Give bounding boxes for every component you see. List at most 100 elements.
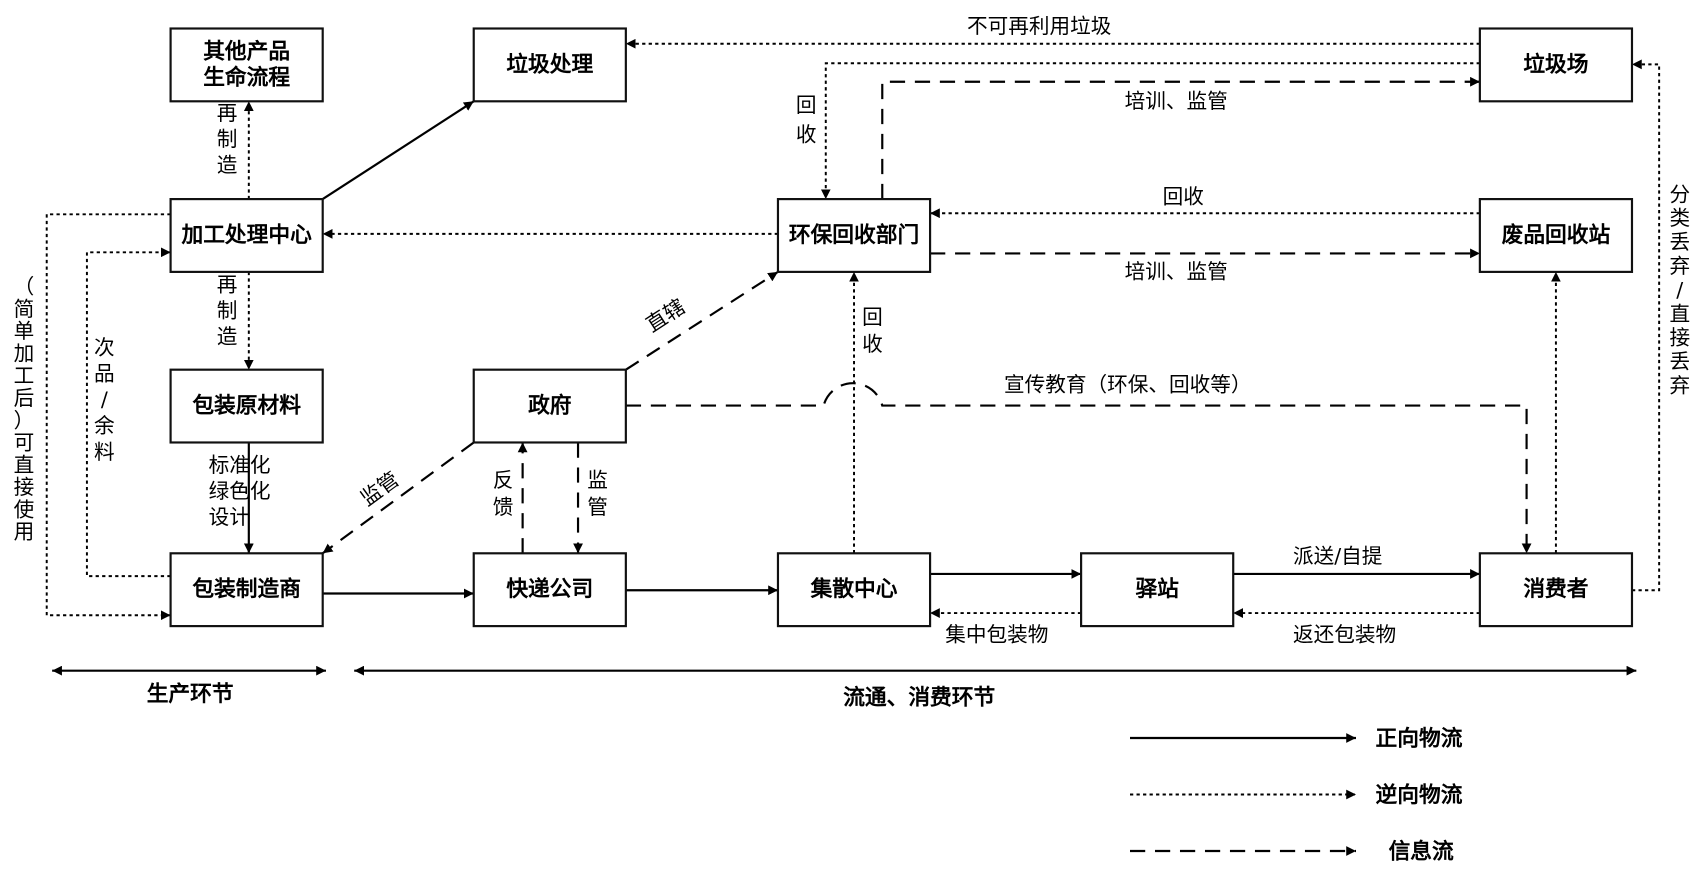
edge-gov-to-maker (322, 441, 475, 555)
node-waste-processing: 垃圾处理 (472, 27, 627, 103)
sections-layer: 生产环节 流通、消费环节 (52, 665, 1637, 710)
edge-label-proc-to-maker-direct: 用 (14, 520, 35, 544)
edge-label-raw-to-maker: 设计 (209, 505, 250, 529)
node-label: 消费者 (1523, 577, 1588, 602)
edge-label-landfill-to-waste: 不可再利用垃圾 (967, 14, 1111, 38)
legend-item-forward: 正向物流 (1130, 726, 1463, 752)
legend-item-reverse: 逆向物流 (1130, 782, 1463, 808)
edge-label-consumer-to-landfill: 丢 (1669, 350, 1690, 374)
edge-label-proc-to-raw: 造 (217, 325, 238, 349)
edge-label-proc-to-maker-direct: （ (14, 275, 35, 299)
edge-label-proc-to-maker-direct: 工 (14, 364, 35, 388)
edge-label-consumer-to-landfill: 直 (1669, 302, 1690, 326)
edge-label-proc-to-other: 造 (217, 153, 238, 177)
node-label: 驿站 (1135, 577, 1179, 602)
node-distribution-center: 集散中心 (776, 552, 932, 628)
edge-label-proc-to-maker-direct: 直 (14, 453, 35, 477)
edge-label-proc-to-other: 制 (217, 127, 238, 151)
edge-label-raw-to-maker: 绿色化 (209, 479, 271, 503)
edge-label-landfill-to-dept: 收 (796, 123, 817, 147)
edge-label-maker-to-proc: 次 (94, 335, 115, 359)
edge-label-station-to-distrib: 集中包装物 (945, 622, 1048, 646)
edge-label-raw-to-maker: 标准化 (209, 453, 271, 477)
edge-label-gov-to-consumer: 宣传教育（环保、回收等） (1004, 372, 1252, 396)
node-box (1478, 27, 1634, 103)
node-box (776, 198, 932, 273)
edge-gov-to-dept (625, 270, 779, 371)
edge-label-proc-to-maker-direct: 单 (14, 319, 35, 343)
edge-proc-to-waste (322, 100, 475, 201)
edge-proc-to-maker-direct (45, 213, 171, 621)
legend-label-info: 信息流 (1389, 839, 1454, 865)
node-label: 生命流程 (203, 64, 290, 90)
edge-label-gov-to-dept: 直辖 (642, 294, 690, 337)
node-label: 政府 (528, 393, 572, 419)
node-box (472, 552, 627, 628)
edge-label-proc-to-maker-direct: 简 (14, 297, 35, 321)
node-packaging-maker: 包装制造商 (169, 552, 324, 628)
edge-label-proc-to-maker-direct: ） (14, 408, 35, 432)
node-government: 政府 (472, 368, 627, 444)
node-recycling-station: 废品回收站 (1478, 198, 1634, 273)
edge-label-dept-to-landfill: 培训、监管 (1125, 89, 1228, 113)
node-eco-recycling-dept: 环保回收部门 (776, 198, 932, 273)
edge-label-express-to-gov: 反 (493, 468, 514, 492)
production-section-label: 生产环节 (147, 682, 234, 707)
node-box (472, 368, 627, 444)
edge-label-proc-to-maker-direct: 可 (14, 431, 35, 455)
node-box (169, 368, 324, 444)
edge-label-proc-to-raw: 再 (217, 272, 238, 296)
edge-label-gov-to-express: 监 (587, 468, 608, 492)
edge-maker-to-proc (85, 247, 171, 578)
node-landfill: 垃圾场 (1478, 27, 1634, 103)
node-station: 驿站 (1080, 552, 1235, 628)
edge-label-maker-to-proc: 余 (94, 414, 115, 438)
node-box (1080, 552, 1235, 628)
node-label: 其他产品 (203, 39, 290, 64)
edge-label-proc-to-maker-direct: 后 (14, 386, 35, 410)
edge-labels-layer: 再制造再制造标准化绿色化设计次品/余料（简单加工后）可直接使用监管直辖反馈监管宣… (14, 14, 1691, 646)
edge-label-express-to-gov: 馈 (493, 495, 514, 519)
edge-label-consumer-to-landfill: 弃 (1669, 373, 1690, 397)
edge-label-maker-to-proc: 料 (94, 440, 115, 464)
node-label: 垃圾场 (1523, 51, 1588, 77)
node-label: 垃圾处理 (506, 51, 593, 77)
edge-label-distrib-to-dept: 回 (862, 305, 883, 329)
edge-label-dept-to-recstation: 培训、监管 (1125, 259, 1228, 283)
node-express-company: 快递公司 (472, 552, 627, 628)
node-label: 环保回收部门 (789, 222, 919, 248)
node-processing-center: 加工处理中心 (169, 198, 324, 273)
node-label: 快递公司 (506, 576, 593, 602)
node-box (169, 27, 324, 103)
node-label: 包装制造商 (192, 576, 301, 602)
edge-label-distrib-to-dept: 收 (862, 332, 883, 356)
edge-label-consumer-to-landfill: / (1676, 278, 1683, 302)
edge-consumer-to-landfill (1631, 59, 1661, 592)
node-label: 包装原材料 (192, 393, 301, 419)
legend-label-forward: 正向物流 (1376, 726, 1463, 752)
edge-label-consumer-to-landfill: 接 (1669, 326, 1690, 350)
edge-label-proc-to-maker-direct: 接 (14, 475, 35, 499)
node-box (169, 552, 324, 628)
edge-label-consumer-to-landfill: 类 (1669, 206, 1690, 230)
edge-label-maker-to-proc: / (101, 388, 108, 412)
node-label: 集散中心 (810, 576, 898, 602)
edge-label-consumer-to-landfill: 丢 (1669, 230, 1690, 254)
edge-label-gov-to-maker: 监管 (356, 467, 403, 511)
edge-label-maker-to-proc: 品 (94, 362, 115, 386)
edge-label-consumer-to-landfill: 弃 (1669, 254, 1690, 278)
node-label: 废品回收站 (1502, 222, 1611, 248)
edge-label-landfill-to-dept: 回 (796, 93, 817, 117)
node-box (472, 27, 627, 103)
node-label: 加工处理中心 (180, 223, 312, 248)
node-consumer: 消费者 (1478, 552, 1634, 628)
circulation-section-label: 流通、消费环节 (843, 684, 995, 710)
edge-dept-to-landfill (881, 76, 1480, 200)
node-box (776, 552, 932, 628)
node-box (169, 198, 324, 273)
edge-gov-to-consumer (625, 382, 1532, 554)
edge-label-proc-to-maker-direct: 使 (14, 497, 35, 521)
